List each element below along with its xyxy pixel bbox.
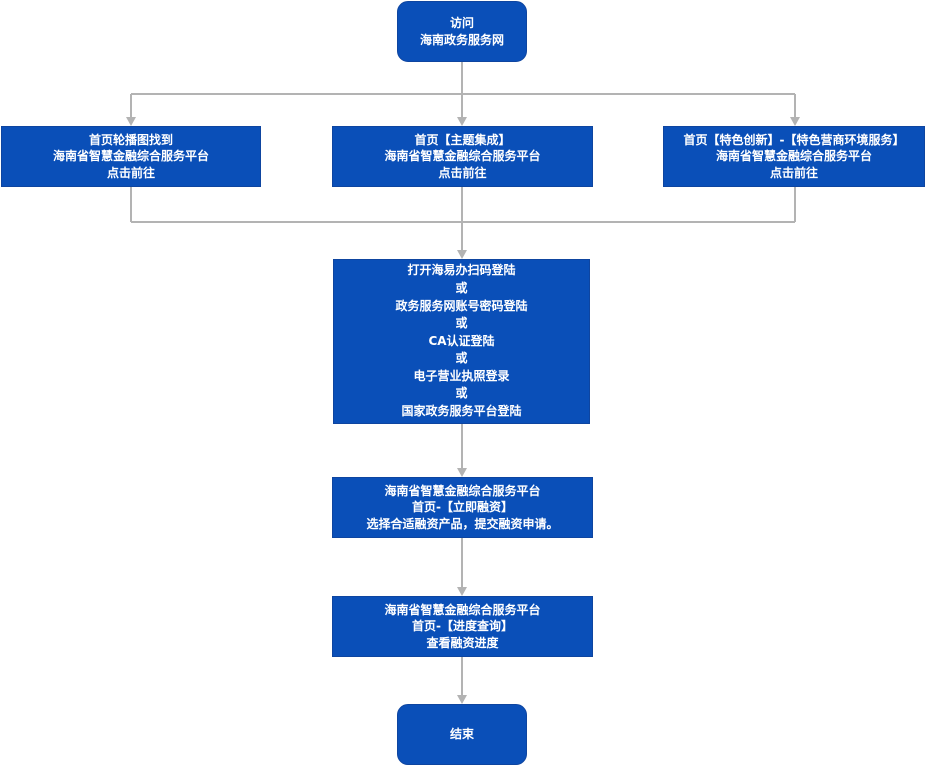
progress-node: 海南省智慧金融综合服务平台 首页-【进度查询】 查看融资进度 <box>332 596 593 657</box>
start-line-1: 访问 <box>449 16 474 30</box>
branch-right-line-1: 首页【特色创新】-【特色营商环境服务】 <box>683 132 905 147</box>
branch-left-line-3: 点击前往 <box>106 165 155 180</box>
login-node: 打开海易办扫码登陆 或 政务服务网账号密码登陆 或 CA认证登陆 或 电子营业执… <box>333 259 590 424</box>
branch-middle-line-3: 点击前往 <box>438 165 487 180</box>
branch-right-line-2: 海南省智慧金融综合服务平台 <box>715 149 872 164</box>
arrowhead-branch-middle <box>457 117 467 126</box>
branch-right-line-3: 点击前往 <box>769 165 818 180</box>
login-line-2: 或 <box>455 280 468 295</box>
apply-node: 海南省智慧金融综合服务平台 首页-【立即融资】 选择合适融资产品，提交融资申请。 <box>332 477 593 538</box>
login-line-3: 政务服务网账号密码登陆 <box>395 298 528 313</box>
login-line-5: CA认证登陆 <box>428 333 495 348</box>
login-line-9: 国家政务服务平台登陆 <box>401 404 522 419</box>
arrowheads <box>126 117 800 704</box>
start-line-2: 海南政务服务网 <box>419 32 504 47</box>
arrowhead-apply <box>457 468 467 477</box>
arrowhead-branch-right <box>790 117 800 126</box>
arrowhead-login <box>457 250 467 259</box>
branch-left-node: 首页轮播图找到 海南省智慧金融综合服务平台 点击前往 <box>1 126 261 187</box>
login-line-6: 或 <box>455 351 468 366</box>
branch-right-node: 首页【特色创新】-【特色营商环境服务】 海南省智慧金融综合服务平台 点击前往 <box>663 126 925 187</box>
branch-middle-node: 首页【主题集成】 海南省智慧金融综合服务平台 点击前往 <box>332 126 593 187</box>
end-node: 结束 <box>397 704 527 765</box>
branch-middle-line-2: 海南省智慧金融综合服务平台 <box>384 149 541 164</box>
login-line-1: 打开海易办扫码登陆 <box>407 263 516 278</box>
branch-middle-line-1: 首页【主题集成】 <box>414 132 511 147</box>
apply-line-3: 选择合适融资产品，提交融资申请。 <box>366 516 559 531</box>
progress-line-3: 查看融资进度 <box>426 635 499 650</box>
login-line-7: 电子营业执照登录 <box>413 368 510 383</box>
arrowhead-branch-left <box>126 117 136 126</box>
end-line-1: 结束 <box>449 727 474 742</box>
login-line-4: 或 <box>455 316 468 331</box>
arrowhead-progress <box>457 587 467 596</box>
progress-line-2: 首页-【进度查询】 <box>412 619 513 634</box>
progress-line-1: 海南省智慧金融综合服务平台 <box>384 602 541 617</box>
start-node: 访问 海南政务服务网 <box>397 1 527 62</box>
login-line-8: 或 <box>455 386 468 401</box>
apply-line-1: 海南省智慧金融综合服务平台 <box>384 483 541 498</box>
arrowhead-end <box>457 695 467 704</box>
connector-lines <box>130 62 796 696</box>
apply-line-2: 首页-【立即融资】 <box>412 500 513 515</box>
branch-left-line-2: 海南省智慧金融综合服务平台 <box>52 149 209 164</box>
branch-left-line-1: 首页轮播图找到 <box>88 132 173 147</box>
